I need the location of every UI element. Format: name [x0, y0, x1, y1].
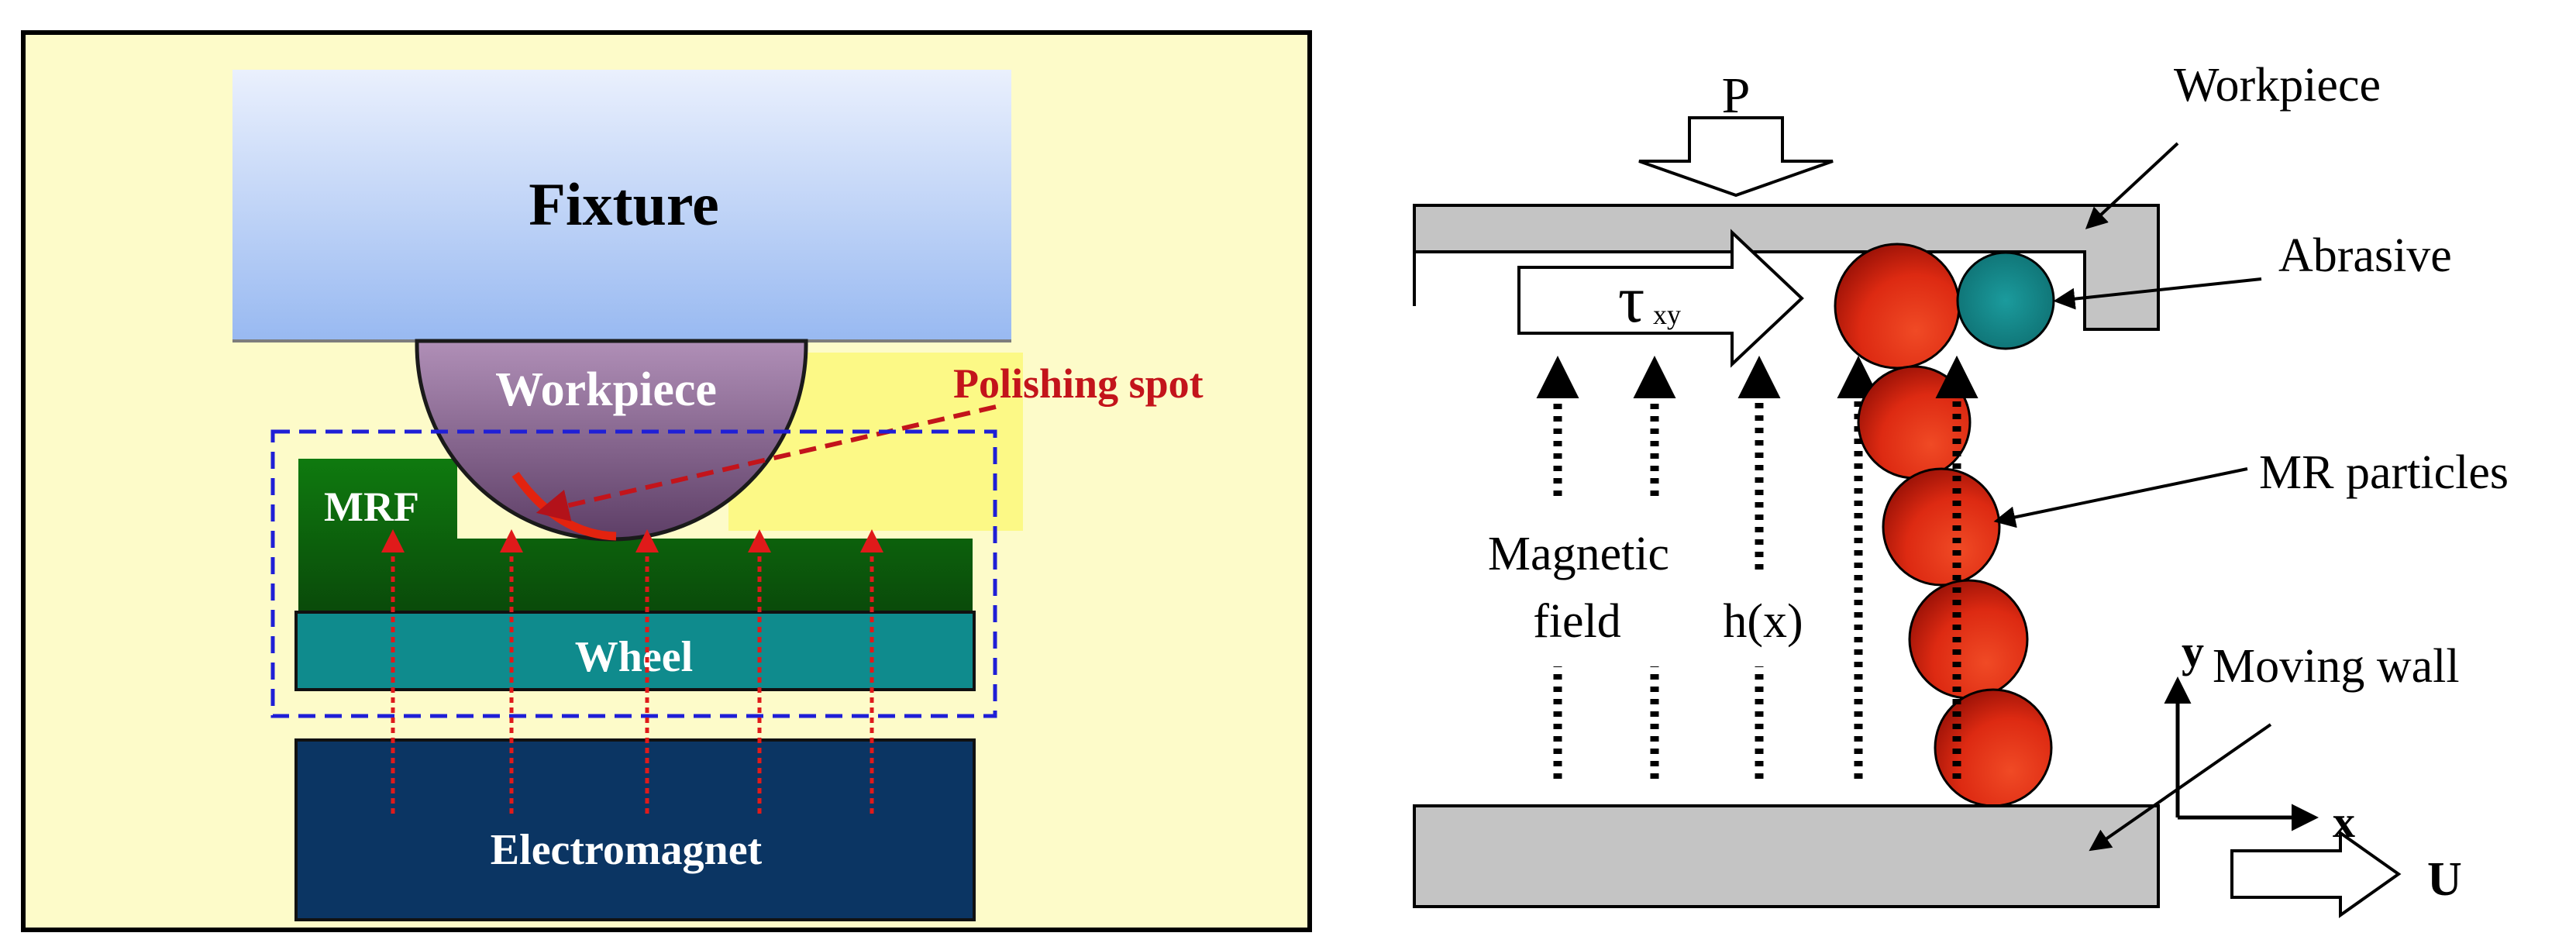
- magnetic-field-label-line2: field: [1533, 595, 1621, 648]
- shear-stress-symbol: τ: [1618, 262, 1645, 336]
- tau-symbol: τ: [1618, 262, 1645, 336]
- mrf-layer: [298, 459, 973, 612]
- mrf-label: MRF: [324, 484, 419, 530]
- mrf-region-dashed-box: [270, 429, 997, 718]
- workpiece-pointer: [2085, 142, 2179, 229]
- wheel-block: [294, 611, 976, 691]
- polishing-spot-label: Polishing spot: [953, 360, 1204, 407]
- mr-particles-pointer: [1993, 467, 2248, 528]
- workpiece-label-right: Workpiece: [2174, 59, 2381, 112]
- fixture-label: Fixture: [529, 170, 719, 238]
- abrasive-pointer: [2053, 277, 2262, 310]
- dotted-field-arrows: [1536, 356, 1978, 779]
- mr-particle-3: [1882, 467, 2001, 587]
- velocity-arrow: [2230, 830, 2402, 918]
- wheel-label: Wheel: [575, 633, 693, 681]
- mr-particle-4: [1908, 579, 2029, 700]
- shear-stress-subscript: xy: [1653, 299, 1681, 330]
- right-panel: P τ xy Magnetic: [1413, 59, 2509, 918]
- moving-wall-pointer: [2089, 723, 2272, 852]
- axis-y-label: y: [2182, 626, 2204, 676]
- workpiece-label-left: Workpiece: [495, 363, 717, 416]
- left-panel: Fixture Workpiece Polishing spot MRF Whe…: [21, 30, 1312, 932]
- velocity-label: U: [2427, 853, 2462, 906]
- mr-particle-1: [1834, 243, 1961, 370]
- gap-height-label: h(x): [1723, 595, 1803, 648]
- abrasive-particle: [1956, 251, 2055, 350]
- moving-wall-label: Moving wall: [2213, 640, 2460, 693]
- pressure-arrow: [1638, 116, 1834, 198]
- electromagnet-label: Electromagnet: [491, 826, 763, 874]
- electromagnet-block: [294, 738, 976, 921]
- abrasive-label: Abrasive: [2278, 229, 2452, 282]
- mr-particle-5: [1934, 688, 2053, 807]
- shear-stress-arrow: [1517, 229, 1804, 368]
- mr-particles-label: MR particles: [2259, 446, 2509, 499]
- magnetic-field-label-line1: Magnetic: [1488, 528, 1669, 580]
- pressure-label: P: [1722, 67, 1751, 124]
- bottom-moving-wall: [1413, 804, 2160, 908]
- fixture-block: [232, 70, 1011, 341]
- mr-particle-chain: [1834, 243, 2055, 807]
- mr-particle-2: [1857, 365, 1972, 480]
- magnetic-field-arrows: [381, 529, 883, 814]
